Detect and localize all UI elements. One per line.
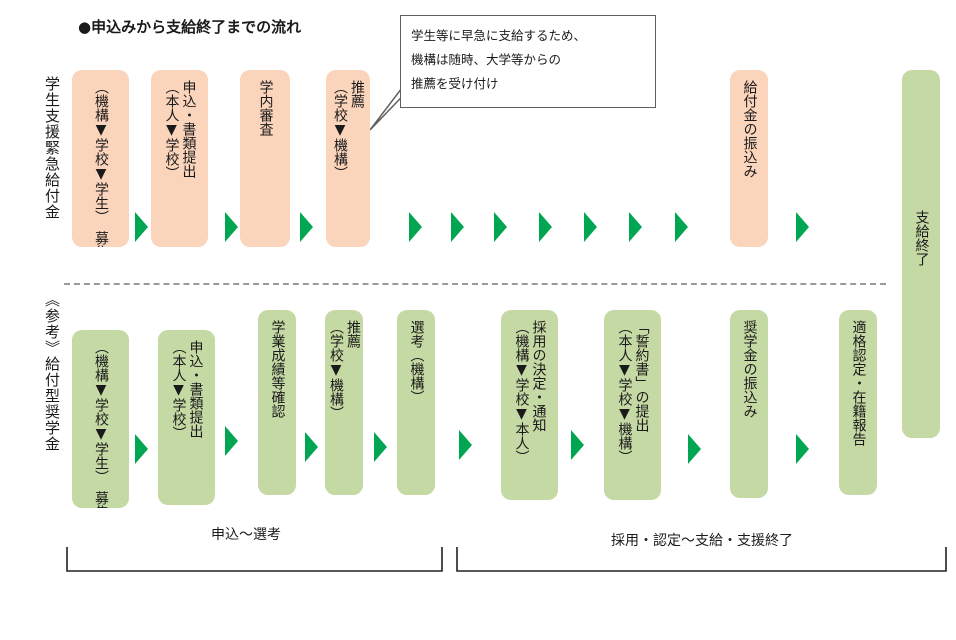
bottom-step-grade-check: 学業成績等確認 [258, 310, 296, 495]
step-text: 選考（機構） [408, 320, 425, 404]
callout-line: 学生等に早急に支給するため、 [411, 28, 587, 43]
row-divider [64, 283, 886, 285]
flow-arrow-icon [539, 212, 552, 242]
bracket-label-adoption: 採用・認定〜支給・支援終了 [611, 533, 793, 549]
callout-line: 機構は随時、大学等からの [411, 52, 562, 67]
flow-arrow-icon [305, 432, 318, 462]
flow-arrow-icon [135, 434, 148, 464]
top-step-internal-review: 学内審査 [240, 70, 290, 247]
flow-arrow-icon [225, 212, 238, 242]
step-text: 申込・書類提出 （本人▼学校） [163, 80, 197, 180]
step-text: 採用の決定・通知 （機構▼学校▼本人） [513, 320, 547, 464]
top-step-application: 申込・書類提出 （本人▼学校） [151, 70, 208, 247]
top-step-recruit: （機構▼学校▼学生） 募集 [72, 70, 129, 247]
bottom-step-selection: 選考（機構） [397, 310, 435, 495]
row-label-scholarship: 《参考》給付型奨学金 [43, 292, 61, 452]
flow-arrow-icon [409, 212, 422, 242]
step-text: 支給終了 [913, 210, 930, 266]
flow-arrow-icon [135, 212, 148, 242]
flow-arrow-icon [451, 212, 464, 242]
end-step-payment-finish: 支給終了 [902, 70, 940, 438]
flow-arrow-icon [571, 430, 584, 460]
step-text: 学業成績等確認 [269, 320, 286, 418]
flow-arrow-icon [688, 434, 701, 464]
row-label-emergency-grant: 学生支援緊急給付金 [43, 76, 61, 220]
step-text: 推薦 （学校▼機構） [332, 80, 365, 180]
flow-arrow-icon [629, 212, 642, 242]
step-text: 適格認定・在籍報告 [850, 320, 867, 446]
bottom-step-recruit: （機構▼学校▼学生） 募集 [72, 330, 129, 508]
flow-arrow-icon [675, 212, 688, 242]
bottom-step-pledge: 「誓約書」の提出 （本人▼学校▼機構） [604, 310, 661, 500]
flow-arrow-icon [584, 212, 597, 242]
step-text: （機構▼学校▼学生） 募集 [93, 340, 109, 508]
flow-arrow-icon [796, 212, 809, 242]
callout-note: 学生等に早急に支給するため、 機構は随時、大学等からの 推薦を受け付け [400, 15, 656, 108]
step-text: （機構▼学校▼学生） 募集 [93, 80, 109, 247]
top-step-recommendation: 推薦 （学校▼機構） [326, 70, 370, 247]
flow-arrow-icon [300, 212, 313, 242]
flow-arrow-icon [374, 432, 387, 462]
bracket-application-phase [66, 547, 443, 572]
top-step-payment: 給付金の振込み [730, 70, 768, 247]
bottom-step-eligibility-report: 適格認定・在籍報告 [839, 310, 877, 495]
flow-arrow-icon [225, 426, 238, 456]
bottom-step-adoption-notice: 採用の決定・通知 （機構▼学校▼本人） [501, 310, 558, 500]
bottom-step-payment: 奨学金の振込み [730, 310, 768, 498]
flow-arrow-icon [459, 430, 472, 460]
step-text: 給付金の振込み [741, 80, 758, 178]
step-text: 学内審査 [257, 80, 274, 136]
bottom-step-application: 申込・書類提出 （本人▼学校） [158, 330, 215, 505]
step-text: 「誓約書」の提出 （本人▼学校▼機構） [616, 320, 650, 464]
step-text: 推薦 （学校▼機構） [328, 320, 361, 420]
bottom-step-recommendation: 推薦 （学校▼機構） [325, 310, 363, 495]
step-text: 奨学金の振込み [741, 320, 758, 418]
bracket-label-application: 申込〜選考 [211, 527, 281, 543]
flow-arrow-icon [796, 434, 809, 464]
callout-line: 推薦を受け付け [411, 76, 499, 91]
flow-arrow-icon [494, 212, 507, 242]
diagram-title: ●申込みから支給終了までの流れ [78, 18, 302, 36]
step-text: 申込・書類提出 （本人▼学校） [170, 340, 204, 440]
bracket-adoption-phase [456, 547, 947, 572]
